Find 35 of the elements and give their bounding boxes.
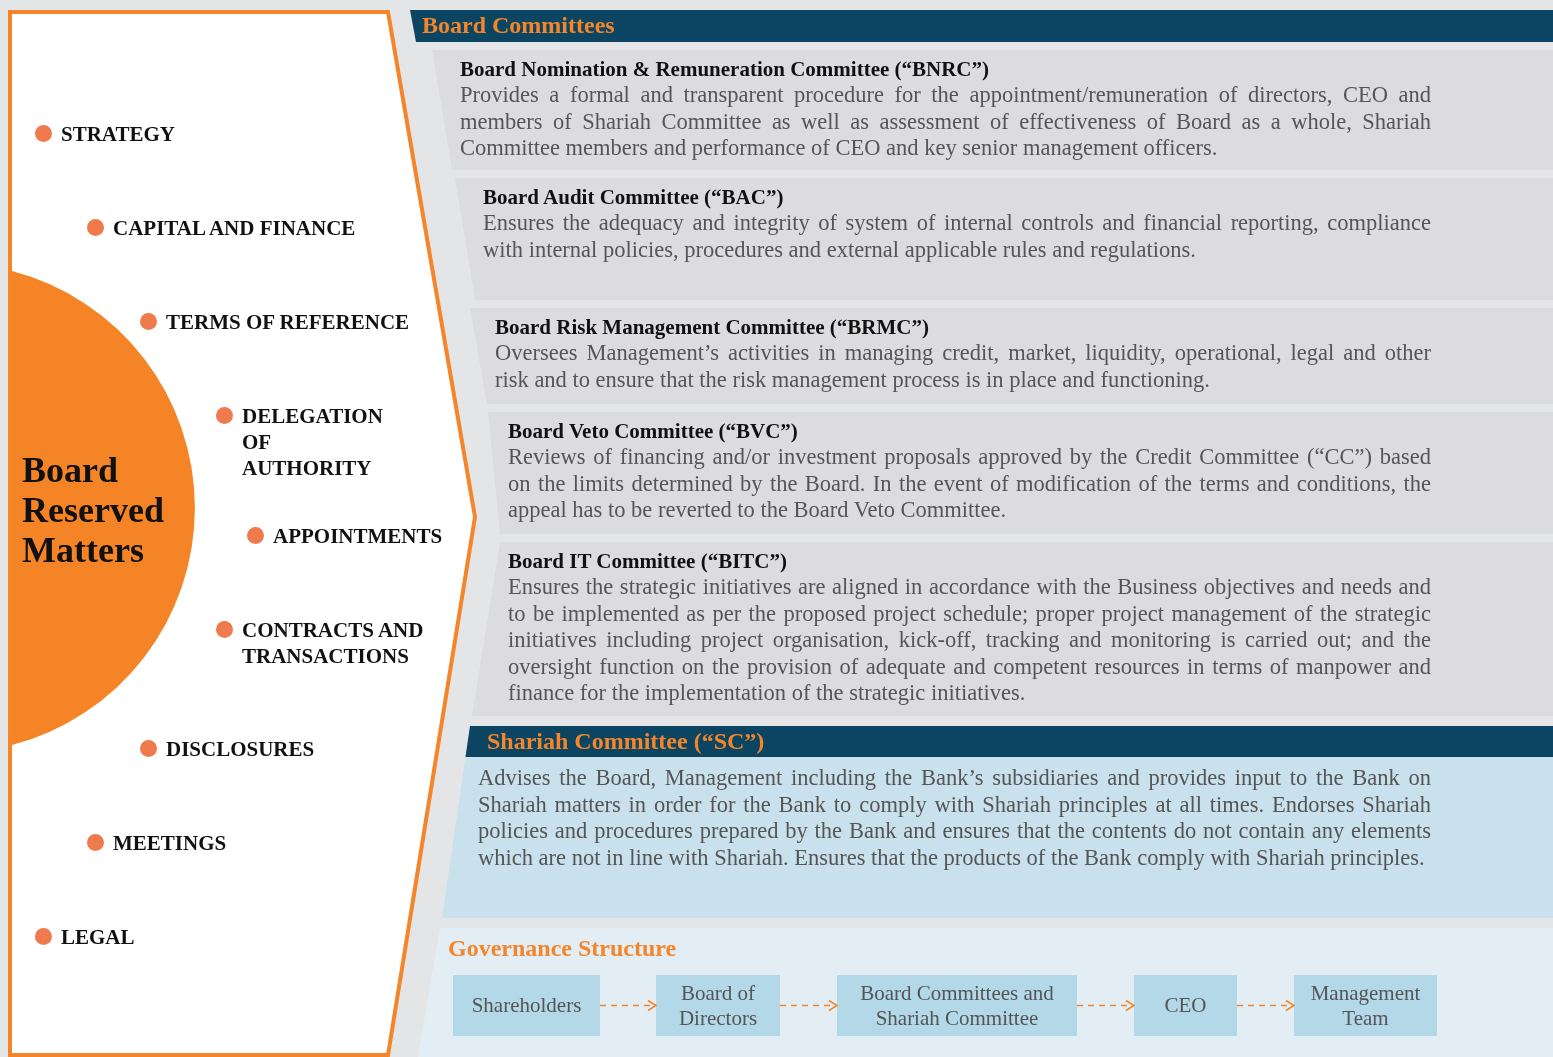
list-item-text: DISCLOSURES	[166, 736, 316, 762]
dashed-arrow	[1236, 999, 1295, 1012]
panel-heading: Governance Structure	[448, 934, 677, 963]
card-title: Board Audit Committee (“BAC”)	[483, 184, 785, 210]
list-item-text: TERMS OF REFERENCE	[166, 309, 411, 335]
card-title: Board Veto Committee (“BVC”)	[508, 418, 799, 444]
structure-panel	[418, 928, 1553, 1057]
card-description: Oversees Management’s activities in managing credit, market, liquidity, operational, legal and other risk and to ensure that the risk management process is in place and functioning.	[495, 340, 1431, 393]
flow-box: Board of Directors	[656, 975, 780, 1036]
list-item-text: CAPITAL AND FINANCE	[113, 215, 357, 241]
dashed-arrow	[1076, 999, 1135, 1012]
list-item-text: LEGAL	[61, 924, 136, 950]
list-item-text: STRATEGY	[61, 121, 176, 147]
list-item-text: APPOINTMENTS	[273, 523, 444, 549]
card-description: Ensures the adequacy and integrity of system of internal controls and financial reporting, compliance with internal policies, procedures and external applicable rules and regulations.	[483, 210, 1431, 263]
heading-band: Board Committees	[410, 10, 1553, 42]
card-description: Reviews of financing and/or investment proposals approved by the Credit Committee (“CC”) based on the limits determined by the Board. In the event of modification of the terms and conditions, the appeal has to be reverted to the Board Veto Committee.	[508, 444, 1431, 524]
card-description: Advises the Board, Management including the Bank’s subsidiaries and provides input to the Bank on Shariah matters in order for the Bank to comply with Shariah principles at all times. Endorses Shariah policies and procedures prepared by the Bank and ensures that the contents do not contain any elements which are not in line with Shariah. Ensures that the products of the Bank comply with Shariah principles.	[477, 764, 1432, 871]
card-title: Board Nomination & Remuneration Committee (“BNRC”)	[460, 56, 991, 82]
flow-box: CEO	[1134, 975, 1237, 1036]
dashed-arrow	[599, 999, 657, 1012]
flow-box: Board Committees and Shariah Committee	[837, 975, 1077, 1036]
card-description: Ensures the strategic initiatives are aligned in accordance with the Business objectives and needs and to be implemented as per the proposed project schedule; proper project management of the strategic initiatives including project organisation, kick-off, tracking and monitoring is carried out; and the oversight function on the provision of adequate and competent resources in terms of manpower and finance for the implementation of the strategic initiatives.	[508, 574, 1431, 707]
list-item-text: DELEGATION OF AUTHORITY	[242, 403, 384, 481]
flow-box: Shareholders	[453, 975, 600, 1036]
flow-box: Management Team	[1294, 975, 1437, 1036]
circle-title: Board Reserved Matters	[22, 450, 192, 570]
card-description: Provides a formal and transparent procedure for the appointment/remuneration of directors, CEO and members of Shariah Committee as well as assessment of effectiveness of Board as a whole, Shariah Committee members and performance of CEO and key senior management officers.	[460, 82, 1431, 162]
card-title: Board IT Committee (“BITC”)	[508, 548, 788, 574]
list-item-text: MEETINGS	[113, 830, 228, 856]
committee-card	[472, 542, 1553, 716]
dashed-arrow	[779, 999, 838, 1012]
list-item-text: CONTRACTS AND TRANSACTIONS	[242, 617, 425, 669]
card-title: Board Risk Management Committee (“BRMC”)	[495, 314, 930, 340]
committee-card	[442, 726, 1553, 918]
